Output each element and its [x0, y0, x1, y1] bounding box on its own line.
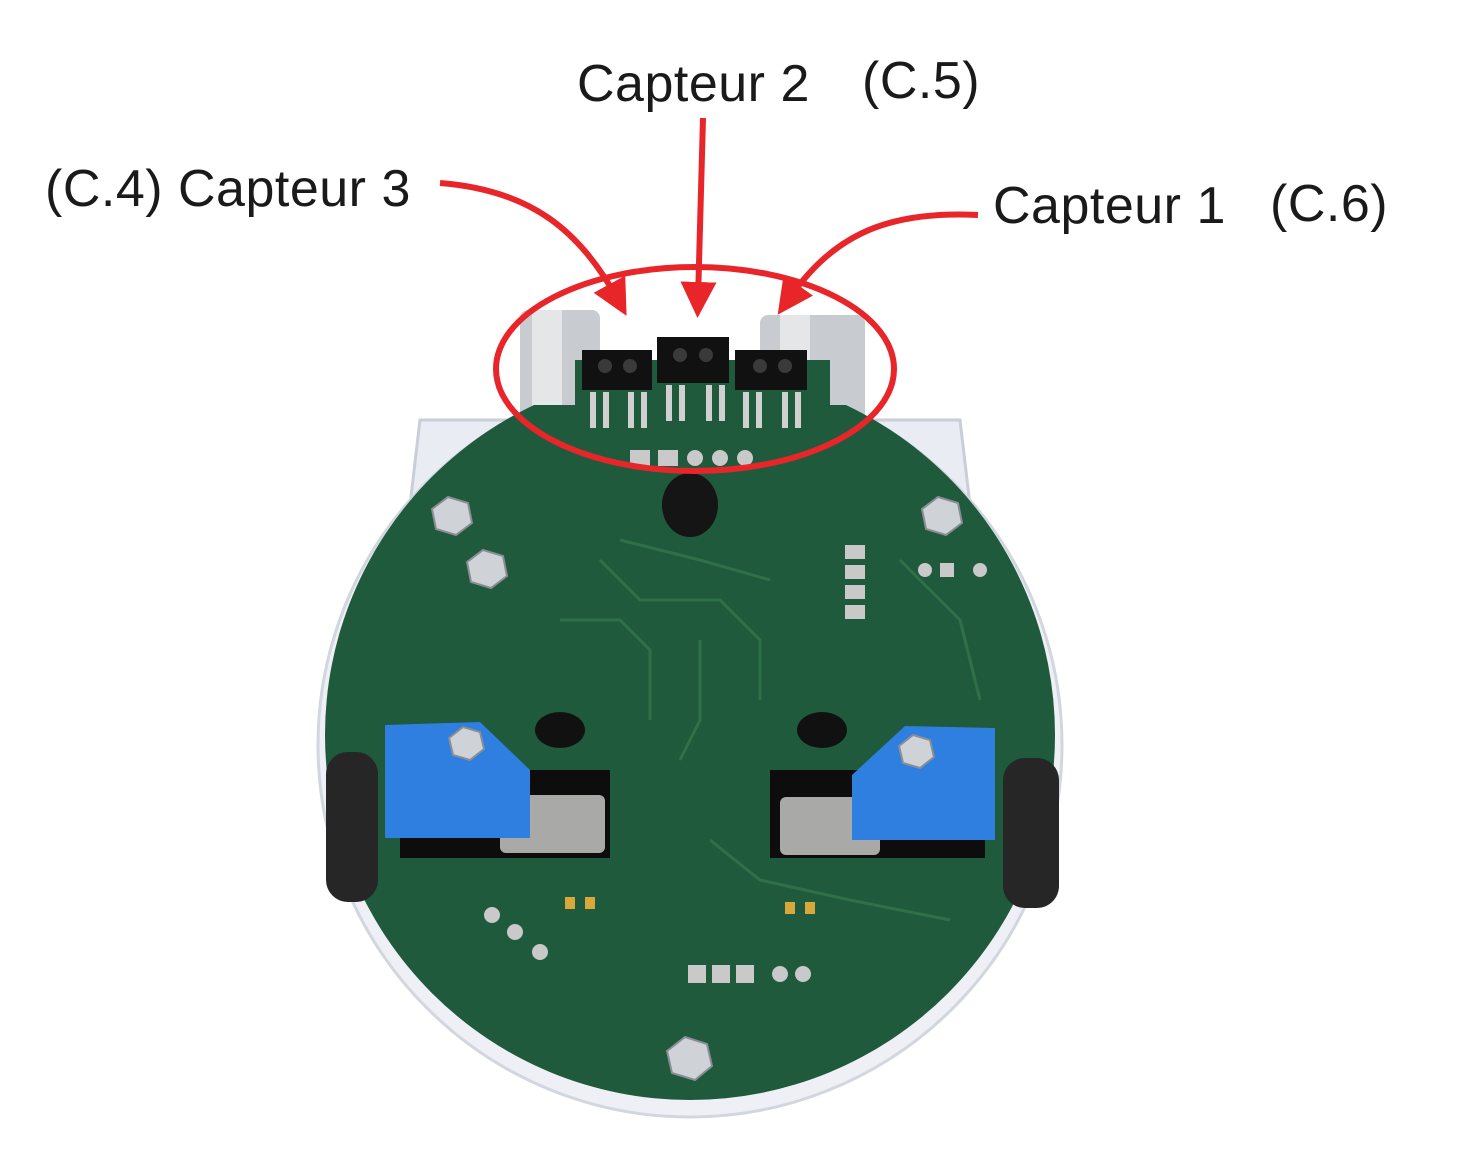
ir-sensors	[582, 337, 807, 428]
motor-left	[385, 722, 605, 853]
sensor1-code: (C.6)	[1270, 175, 1389, 233]
sensor3-name: Capteur 3	[178, 160, 411, 218]
sensor-highlight-ellipse	[493, 264, 897, 474]
sensor2-code: (C.5)	[862, 52, 981, 110]
arrow-sensor2	[680, 117, 717, 318]
sensor3-code: (C.4)	[45, 160, 164, 218]
label-sensor3-code: (C.4)	[45, 163, 163, 215]
label-sensor1-code: (C.6)	[1270, 178, 1388, 230]
arrow-sensor1	[777, 211, 979, 315]
wheel-left	[326, 752, 378, 902]
label-sensor1: Capteur 1	[993, 180, 1226, 232]
label-sensor3: Capteur 3	[178, 163, 411, 215]
sensor2-name: Capteur 2	[577, 55, 810, 113]
sensor1-name: Capteur 1	[993, 177, 1226, 235]
label-sensor2: Capteur 2	[577, 58, 810, 110]
arrow-sensor3	[439, 180, 627, 316]
wheel-right	[1003, 758, 1059, 908]
annotation-overlay	[439, 117, 979, 474]
motor-right	[780, 726, 995, 855]
label-sensor2-code: (C.5)	[862, 55, 980, 107]
